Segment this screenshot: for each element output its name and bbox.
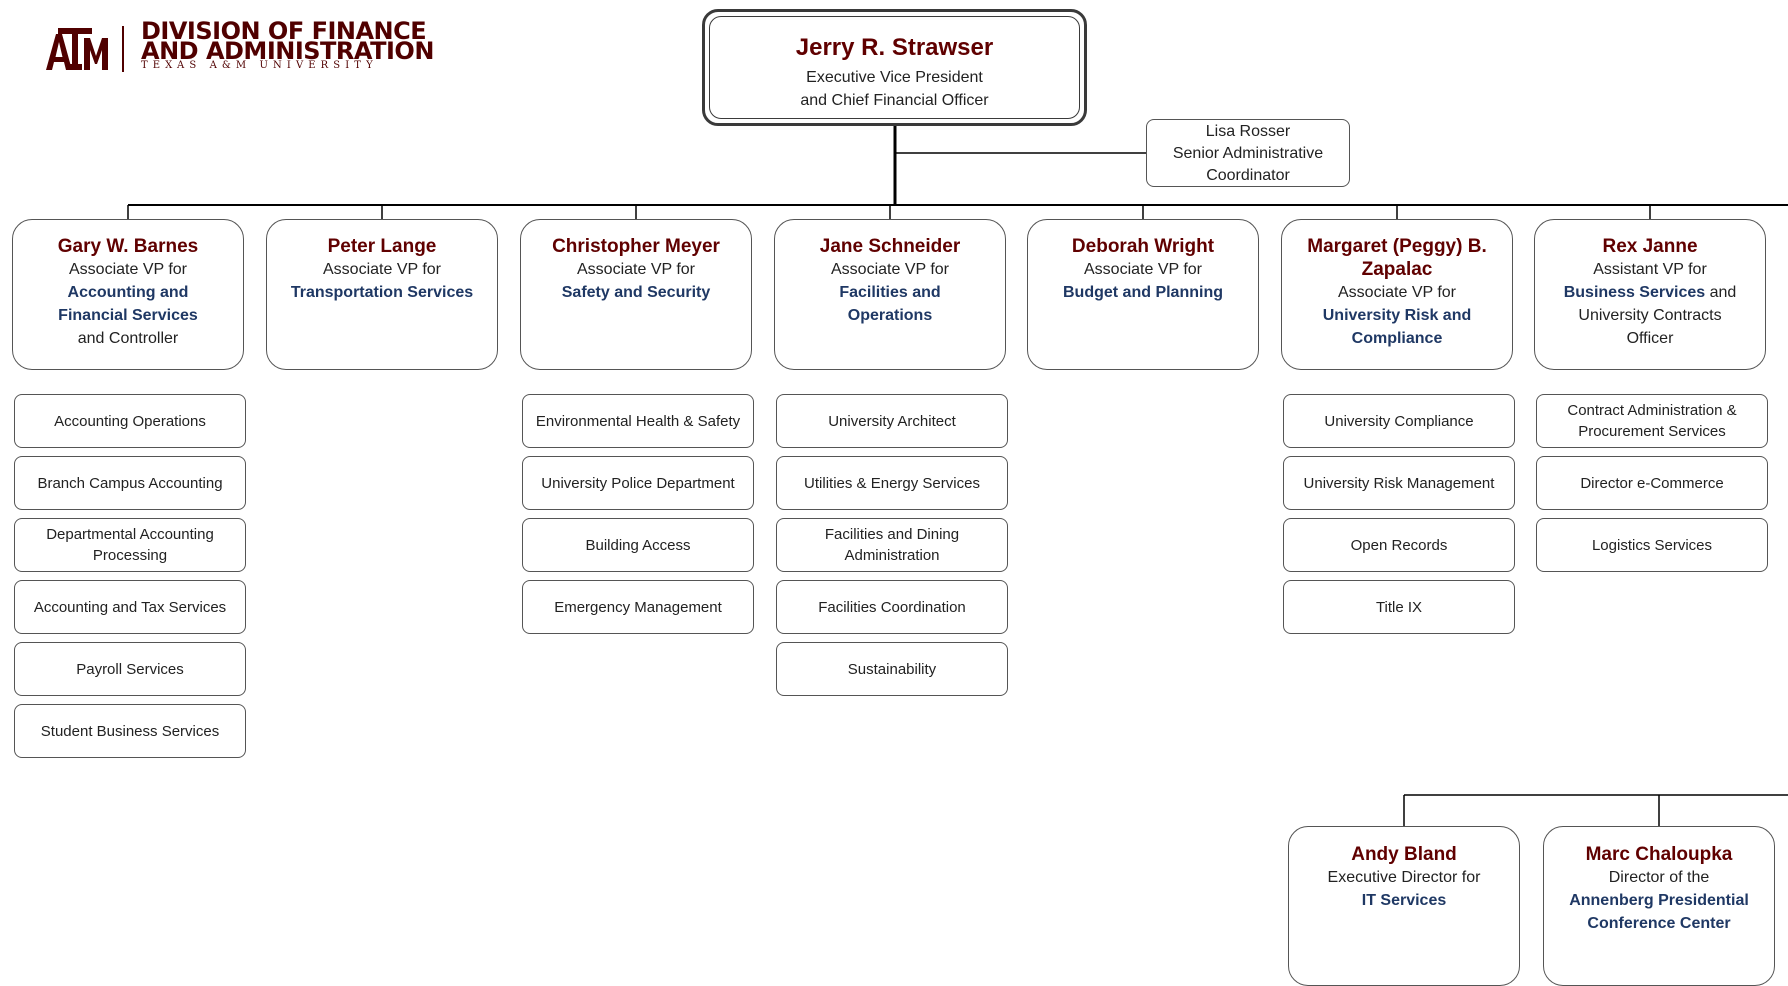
unit-box: Utilities & Energy Services <box>776 456 1008 510</box>
vp-title-line: Associate VP for <box>323 261 441 278</box>
executive-name: Jerry R. Strawser <box>795 34 994 61</box>
vp-name: Deborah Wright <box>1071 236 1215 257</box>
vp-title-line: University Risk and <box>1322 307 1472 324</box>
director-title-line: Annenberg Presidential <box>1569 892 1749 909</box>
vp-title-line: Officer <box>1626 330 1674 347</box>
coordinator-title-line2: Coordinator <box>1206 167 1290 184</box>
vp-title-line: Accounting and <box>67 284 189 301</box>
unit-box: Title IX <box>1283 580 1515 634</box>
unit-box: University Police Department <box>522 456 754 510</box>
logo-title-line1: DIVISION OF FINANCE <box>141 17 427 45</box>
vp-title-line: Budget and Planning <box>1063 284 1223 301</box>
unit-box: Accounting and Tax Services <box>14 580 246 634</box>
vp-title-line: Assistant VP for <box>1593 261 1707 278</box>
vp-title-line: Associate VP for <box>69 261 187 278</box>
vp-name: Jane Schneider <box>819 236 961 257</box>
director-title-line: IT Services <box>1361 892 1447 909</box>
vp-title-line: Associate VP for <box>1338 284 1456 301</box>
vp-name: Zapalac <box>1361 259 1433 280</box>
unit-box: Student Business Services <box>14 704 246 758</box>
unit-box: Payroll Services <box>14 642 246 696</box>
vp-name: Rex Janne <box>1602 236 1698 257</box>
executive-title-line1: Executive Vice President <box>806 69 983 86</box>
vp-title-line: and Controller <box>77 330 179 347</box>
vp-title-line: Compliance <box>1351 330 1443 347</box>
unit-box: Director e-Commerce <box>1536 456 1768 510</box>
vp-title-line: Facilities and <box>839 284 941 301</box>
vp-title-line: Associate VP for <box>831 261 949 278</box>
executive-box: Jerry R. Strawser Executive Vice Preside… <box>702 9 1087 126</box>
unit-box: Open Records <box>1283 518 1515 572</box>
executive-title-line2: and Chief Financial Officer <box>800 92 989 109</box>
unit-box: Branch Campus Accounting <box>14 456 246 510</box>
unit-box: Building Access <box>522 518 754 572</box>
vp-title-line: Operations <box>847 307 933 324</box>
logo-divider <box>122 26 124 72</box>
vp-title-line: Associate VP for <box>577 261 695 278</box>
unit-box: Contract Administration & Procurement Se… <box>1536 394 1768 448</box>
unit-box: Departmental Accounting Processing <box>14 518 246 572</box>
vp-title-line: Associate VP for <box>1084 261 1202 278</box>
vp-name: Peter Lange <box>327 236 437 257</box>
unit-box: University Architect <box>776 394 1008 448</box>
vp-title-line-part-0: Business Services <box>1563 284 1706 301</box>
vp-title-line: Business Services and <box>1535 281 1765 304</box>
unit-box: Accounting Operations <box>14 394 246 448</box>
coordinator-title-line1: Senior Administrative <box>1172 145 1324 162</box>
director-title-line: Director of the <box>1608 869 1710 886</box>
unit-box: University Risk Management <box>1283 456 1515 510</box>
director-name: Marc Chaloupka <box>1585 844 1733 865</box>
unit-box: Emergency Management <box>522 580 754 634</box>
vp-name: Margaret (Peggy) B. <box>1307 236 1487 257</box>
unit-box: Logistics Services <box>1536 518 1768 572</box>
coordinator-name: Lisa Rosser <box>1205 123 1291 140</box>
director-title-line: Executive Director for <box>1327 869 1481 886</box>
vp-name: Christopher Meyer <box>552 236 720 257</box>
vp-title-line: Transportation Services <box>290 284 474 301</box>
unit-box: Facilities and Dining Administration <box>776 518 1008 572</box>
director-title-line: Conference Center <box>1587 915 1731 932</box>
vp-title-line: Financial Services <box>58 307 198 324</box>
logo-subtitle: TEXAS A&M UNIVERSITY <box>141 60 378 71</box>
vp-title-line-part-1: and <box>1705 284 1737 301</box>
vp-name: Gary W. Barnes <box>57 236 199 257</box>
logo-title-line2: AND ADMINISTRATION <box>141 37 434 65</box>
atm-logo-icon <box>46 28 108 70</box>
vp-title-line: Safety and Security <box>561 284 711 301</box>
director-name: Andy Bland <box>1351 844 1457 865</box>
unit-box: Environmental Health & Safety <box>522 394 754 448</box>
unit-box: Facilities Coordination <box>776 580 1008 634</box>
unit-box: Sustainability <box>776 642 1008 696</box>
unit-box: University Compliance <box>1283 394 1515 448</box>
coordinator-box: Lisa Rosser Senior Administrative Coordi… <box>1146 119 1350 187</box>
vp-title-line: University Contracts <box>1578 307 1722 324</box>
